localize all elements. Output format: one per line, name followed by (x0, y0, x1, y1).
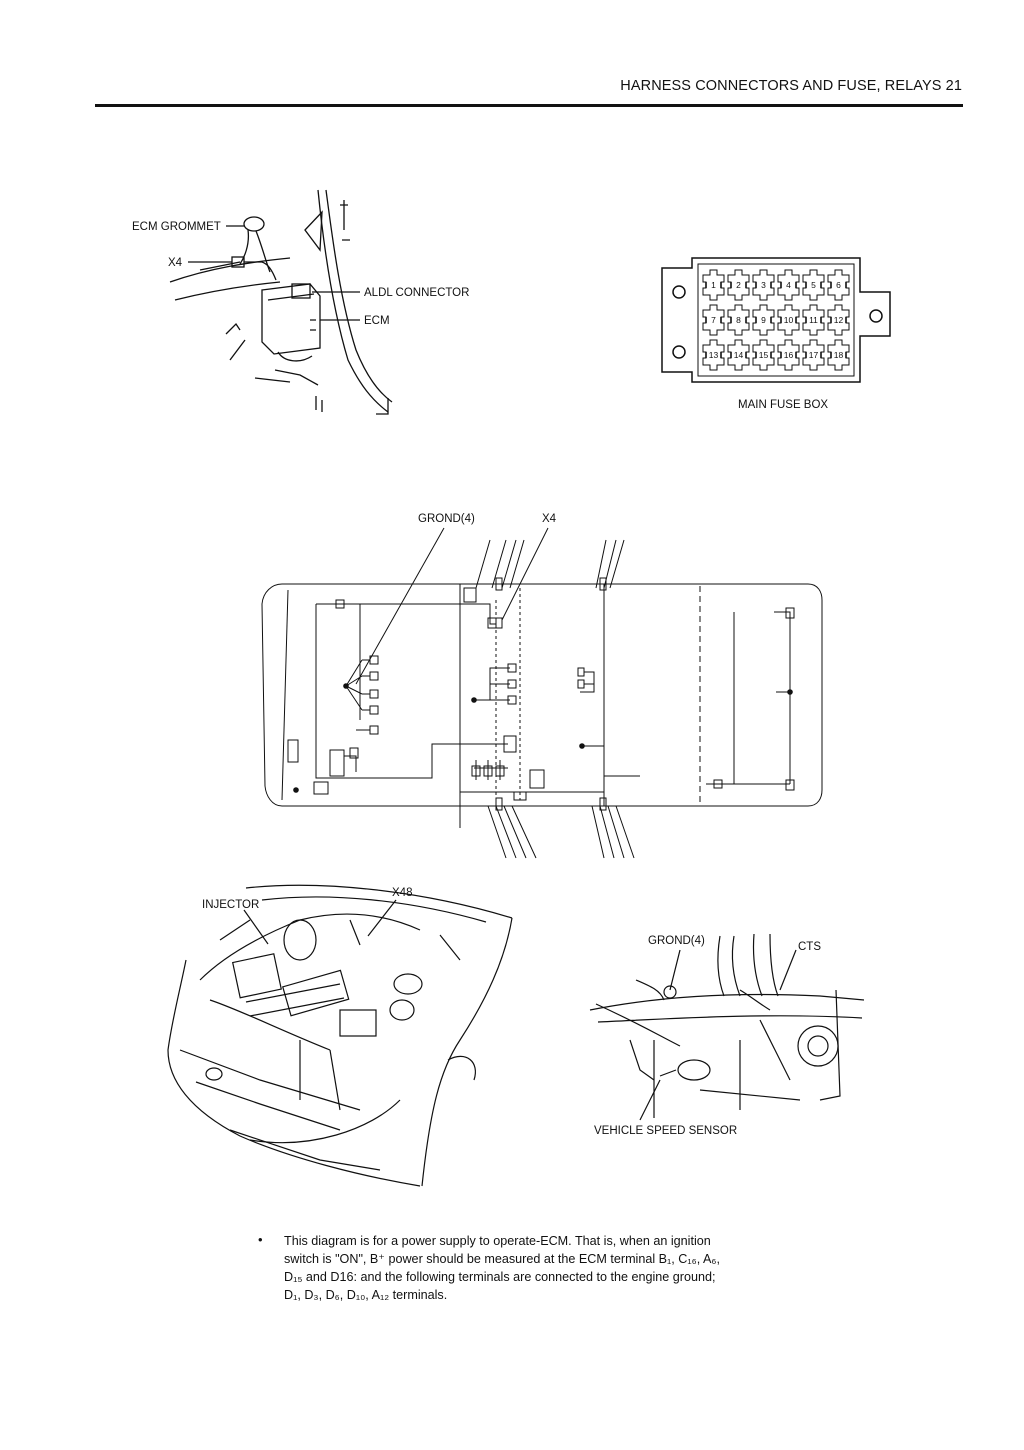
fuse-slot-2: 2 (727, 269, 750, 301)
fuse-number: 12 (834, 315, 844, 325)
fuse-number: 4 (786, 280, 791, 290)
fuse-slot-3: 3 (752, 269, 775, 301)
ecm-grommet-label: ECM GROMMET (132, 221, 221, 233)
fuse-slot-13: 13 (702, 339, 725, 371)
fuse-number: 8 (736, 315, 741, 325)
fuse-slot-18: 18 (827, 339, 850, 371)
header-title: HARNESS CONNECTORS AND FUSE, RELAYS (620, 78, 942, 94)
fuse-number: 11 (809, 315, 818, 325)
aldl-connector-label: ALDL CONNECTOR (364, 287, 469, 299)
fuse-number: 18 (834, 350, 844, 360)
fuse-slot-17: 17 (802, 339, 825, 371)
fuse-slot-4: 4 (777, 269, 800, 301)
fuse-number: 14 (734, 350, 744, 360)
fuse-slot-10: 10 (777, 304, 800, 336)
note-line: D₁, D₃, D₆, D₁₀, A₁₂ terminals. (284, 1288, 448, 1302)
fuse-number: 10 (784, 315, 794, 325)
fuse-slot-14: 14 (727, 339, 750, 371)
ecm-label: ECM (364, 315, 390, 327)
header-rule (95, 104, 963, 107)
harness-x4-label: X4 (542, 513, 557, 525)
fuse-slot-1: 1 (702, 269, 725, 301)
fuse-number: 9 (761, 315, 766, 325)
cts-label: CTS (798, 941, 821, 953)
x4-label: X4 (168, 257, 183, 269)
fuse-number: 5 (811, 280, 816, 290)
x48-label: X48 (392, 887, 412, 899)
fuse-slot-9: 9 (752, 304, 775, 336)
engine-compartment-figure (167, 884, 513, 1187)
fuse-number: 16 (784, 350, 794, 360)
fuse-slot-12: 12 (827, 304, 850, 336)
note-bullet: • (258, 1232, 263, 1247)
page-header: HARNESS CONNECTORS AND FUSE, RELAYS 21 (620, 78, 962, 94)
sensor-ground-label: GROND(4) (648, 935, 705, 947)
fuse-number: 13 (709, 350, 719, 360)
harness-ground-dots (293, 683, 793, 793)
fuse-number: 2 (736, 280, 741, 290)
note-paragraph: This diagram is for a power supply to op… (284, 1232, 784, 1304)
fuse-slot-8: 8 (727, 304, 750, 336)
sensor-location-figure (589, 933, 865, 1121)
fuse-slot-15: 15 (752, 339, 775, 371)
page-number: 21 (945, 78, 962, 94)
fuse-number: 6 (836, 280, 841, 290)
note-line: switch is "ON", B⁺ power should be measu… (284, 1252, 721, 1266)
fuse-number: 1 (711, 280, 716, 290)
note-line: This diagram is for a power supply to op… (284, 1234, 711, 1248)
fuse-number: 3 (761, 280, 766, 290)
fuse-slot-6: 6 (827, 269, 850, 301)
fuse-slot-16: 16 (777, 339, 800, 371)
injector-label: INJECTOR (202, 899, 259, 911)
main-fuse-box (661, 257, 891, 383)
vehicle-harness-layout (261, 527, 823, 859)
fuse-number: 15 (759, 350, 769, 360)
harness-ground-label: GROND(4) (418, 513, 475, 525)
fuse-slot-5: 5 (802, 269, 825, 301)
fuse-slot-11: 11 (802, 304, 825, 336)
vehicle-speed-sensor-label: VEHICLE SPEED SENSOR (594, 1125, 737, 1137)
ecm-location-figure (169, 189, 393, 415)
fuse-number: 17 (809, 350, 819, 360)
main-fuse-box-caption: MAIN FUSE BOX (738, 399, 828, 411)
note-line: D₁₅ and D16: and the following terminals… (284, 1270, 716, 1284)
fuse-number: 7 (711, 315, 716, 325)
fuse-slot-7: 7 (702, 304, 725, 336)
